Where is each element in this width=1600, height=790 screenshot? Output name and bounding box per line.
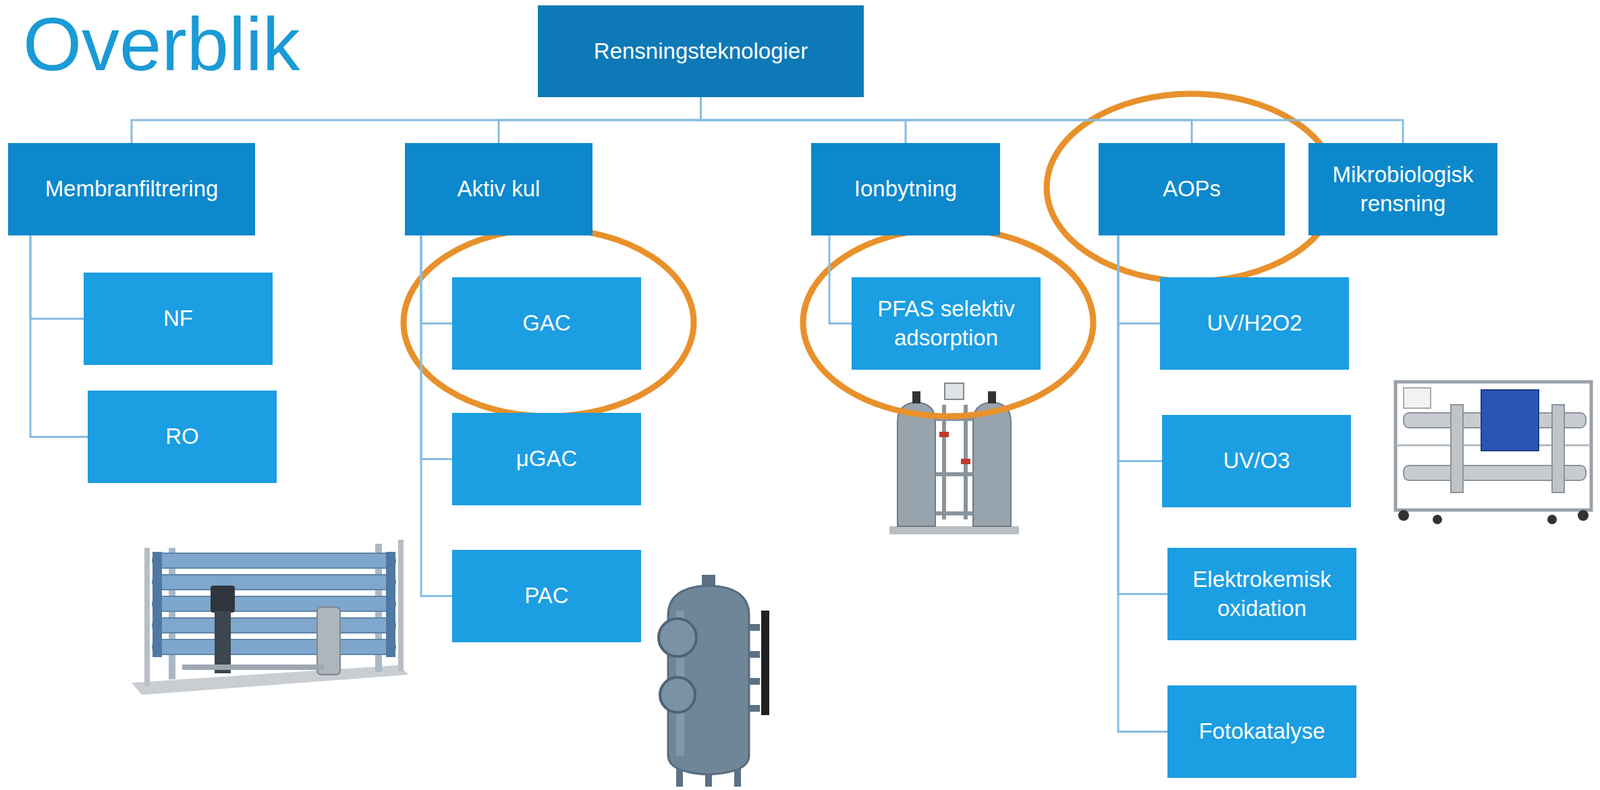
category-box: Membranfiltrering bbox=[8, 143, 256, 236]
ion-exchange-columns bbox=[942, 404, 947, 520]
pressure-vessel bbox=[659, 677, 696, 713]
uv-aop-skid bbox=[1481, 390, 1539, 451]
pressure-vessel bbox=[658, 618, 697, 657]
category-box: AOPs bbox=[1098, 143, 1285, 236]
category-box: NF bbox=[83, 272, 273, 366]
tree-connector bbox=[1118, 235, 1163, 462]
tree-connector bbox=[131, 97, 702, 144]
uv-aop-skid bbox=[1432, 514, 1443, 525]
uv-aop-skid bbox=[1547, 514, 1557, 525]
membrane-skid bbox=[182, 664, 324, 671]
uv-aop-skid bbox=[1398, 510, 1410, 521]
highlight-ellipse bbox=[803, 228, 1094, 417]
pressure-vessel bbox=[761, 610, 770, 716]
category-box: Mikrobiologisk rensning bbox=[1308, 143, 1498, 236]
category-box: Ionbytning bbox=[811, 143, 1001, 236]
ion-exchange-columns bbox=[897, 402, 936, 527]
pressure-vessel bbox=[658, 574, 770, 787]
ion-exchange-columns bbox=[939, 431, 949, 438]
tree-connector bbox=[829, 235, 852, 324]
uv-aop-skid bbox=[1577, 510, 1589, 521]
membrane-skid bbox=[144, 547, 150, 687]
box-label: UV/O3 bbox=[1222, 446, 1290, 476]
ion-exchange-columns bbox=[912, 391, 921, 404]
ion-exchange-columns bbox=[960, 458, 971, 465]
membrane-skid bbox=[385, 552, 396, 658]
uv-aop-skid bbox=[1403, 388, 1431, 409]
box-label: Membranfiltrering bbox=[45, 174, 219, 204]
tree-connector bbox=[701, 97, 1404, 144]
category-box: PAC bbox=[452, 549, 642, 643]
tree-connector bbox=[30, 235, 84, 320]
ion-exchange-columns bbox=[935, 472, 974, 477]
box-label: PAC bbox=[524, 581, 569, 611]
pressure-vessel bbox=[749, 678, 760, 685]
uv-aop-skid bbox=[1395, 381, 1592, 511]
pressure-vessel bbox=[749, 651, 760, 658]
box-label: NF bbox=[163, 304, 193, 334]
tree-connector bbox=[421, 235, 453, 460]
tree-connector bbox=[498, 97, 702, 144]
box-label: Ionbytning bbox=[854, 174, 957, 204]
membrane-skid bbox=[152, 596, 396, 612]
box-label: UV/H2O2 bbox=[1206, 309, 1302, 339]
uv-aop-skid bbox=[1395, 381, 1592, 525]
ion-exchange-columns bbox=[944, 383, 964, 400]
membrane-skid bbox=[152, 618, 396, 633]
pressure-vessel bbox=[749, 705, 760, 712]
tree-connector bbox=[1118, 235, 1161, 324]
ion-exchange-columns bbox=[889, 383, 1019, 535]
pressure-vessel bbox=[734, 769, 741, 787]
ion-exchange-columns bbox=[889, 526, 1019, 535]
tree-connector bbox=[421, 235, 453, 597]
box-label: Mikrobiologisk rensning bbox=[1319, 160, 1487, 219]
ion-exchange-columns bbox=[935, 511, 974, 516]
box-label: Fotokatalyse bbox=[1198, 717, 1325, 747]
category-box: RO bbox=[87, 390, 277, 484]
membrane-skid bbox=[131, 539, 409, 696]
box-label: Rensningsteknologier bbox=[593, 37, 808, 67]
category-box: GAC bbox=[452, 277, 642, 370]
membrane-skid bbox=[152, 639, 396, 655]
category-box: Rensningsteknologier bbox=[537, 5, 864, 98]
membrane-skid bbox=[210, 585, 235, 613]
membrane-skid bbox=[152, 574, 396, 590]
box-label: Aktiv kul bbox=[457, 174, 541, 204]
box-label: PFAS selektiv adsorption bbox=[862, 294, 1030, 353]
box-label: Elektrokemisk oxidation bbox=[1178, 565, 1346, 624]
category-box: Aktiv kul bbox=[404, 143, 593, 236]
pressure-vessel bbox=[749, 624, 760, 631]
pressure-vessel bbox=[705, 773, 712, 787]
pressure-vessel bbox=[676, 769, 683, 787]
category-box: Fotokatalyse bbox=[1167, 685, 1357, 779]
ion-exchange-columns bbox=[987, 391, 997, 404]
membrane-skid bbox=[398, 539, 404, 672]
category-box: UV/O3 bbox=[1162, 415, 1351, 508]
box-label: GAC bbox=[522, 309, 571, 339]
category-box: PFAS selektiv adsorption bbox=[851, 277, 1041, 370]
uv-aop-skid bbox=[1450, 404, 1464, 493]
category-box: Elektrokemisk oxidation bbox=[1167, 547, 1357, 641]
ion-exchange-columns bbox=[973, 402, 1011, 527]
highlight-ellipse bbox=[403, 228, 694, 417]
membrane-skid bbox=[152, 553, 396, 569]
membrane-skid bbox=[214, 611, 231, 674]
category-box: μGAC bbox=[452, 412, 642, 506]
box-label: AOPs bbox=[1162, 174, 1221, 204]
uv-aop-skid bbox=[1552, 404, 1565, 493]
tree-connector bbox=[30, 235, 88, 438]
tree-connector bbox=[421, 235, 453, 324]
box-label: RO bbox=[165, 422, 200, 452]
page-title: Overblik bbox=[22, 1, 301, 89]
membrane-skid bbox=[152, 552, 162, 658]
box-label: μGAC bbox=[516, 444, 578, 474]
category-box: UV/H2O2 bbox=[1160, 277, 1349, 370]
